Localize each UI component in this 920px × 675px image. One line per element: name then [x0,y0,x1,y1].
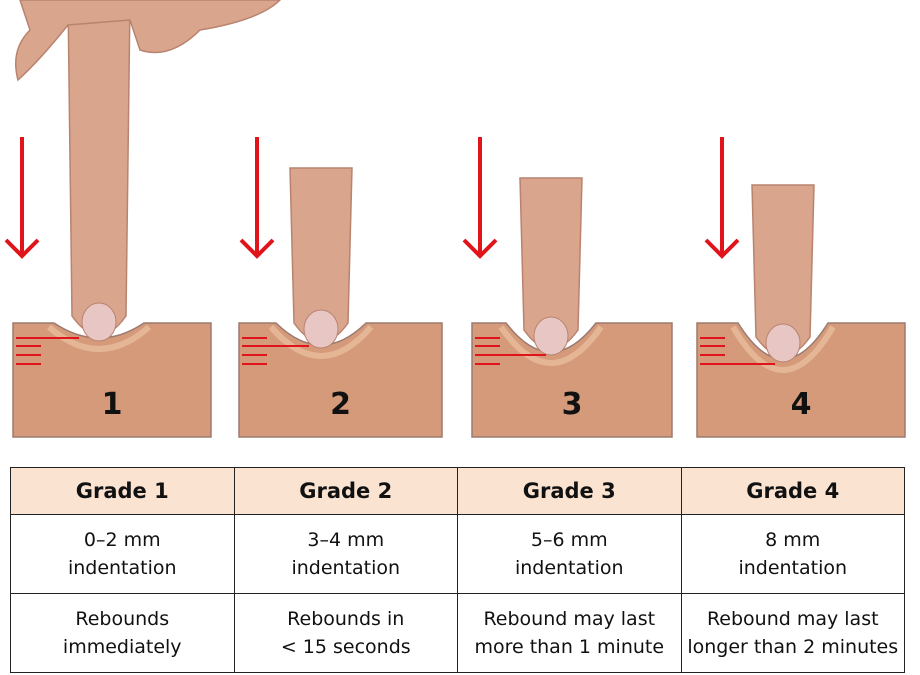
fingernail [533,316,569,356]
down-arrow-icon [239,137,275,259]
grade-panel-3: 3 [462,137,673,438]
down-arrow-icon [4,137,40,259]
grade-number: 4 [791,387,812,422]
down-arrow-icon [704,137,740,259]
grade-number: 3 [562,387,583,422]
grade-panel-1: 1 [4,0,212,438]
header-grade-1: Grade 1 [10,467,235,515]
pitting-edema-illustration: 1 2 3 4 [4,0,906,438]
fingernail [81,302,117,342]
skin-block [12,322,212,438]
dent-highlight [268,325,374,359]
fingernail [303,309,339,349]
grade-panel-2: 2 [238,137,443,438]
dent-highlight [498,325,604,366]
header-grade-2: Grade 2 [233,467,458,515]
grade-panel-4: 4 [696,137,906,438]
dent-highlight [47,324,151,352]
header-grade-4: Grade 4 [680,467,905,515]
hand [15,0,282,82]
down-arrow-icon [462,137,498,259]
grade-number: 1 [102,387,123,422]
table-header-row: Grade 1 Grade 2 Grade 3 Grade 4 [10,467,905,515]
dent-highlight [730,325,836,373]
table-cell: Rebounds in< 15 seconds [233,593,458,673]
fingernail [765,323,801,363]
finger [67,0,131,336]
grade-number: 2 [330,387,351,422]
skin-block [238,322,443,438]
header-grade-3: Grade 3 [457,467,682,515]
